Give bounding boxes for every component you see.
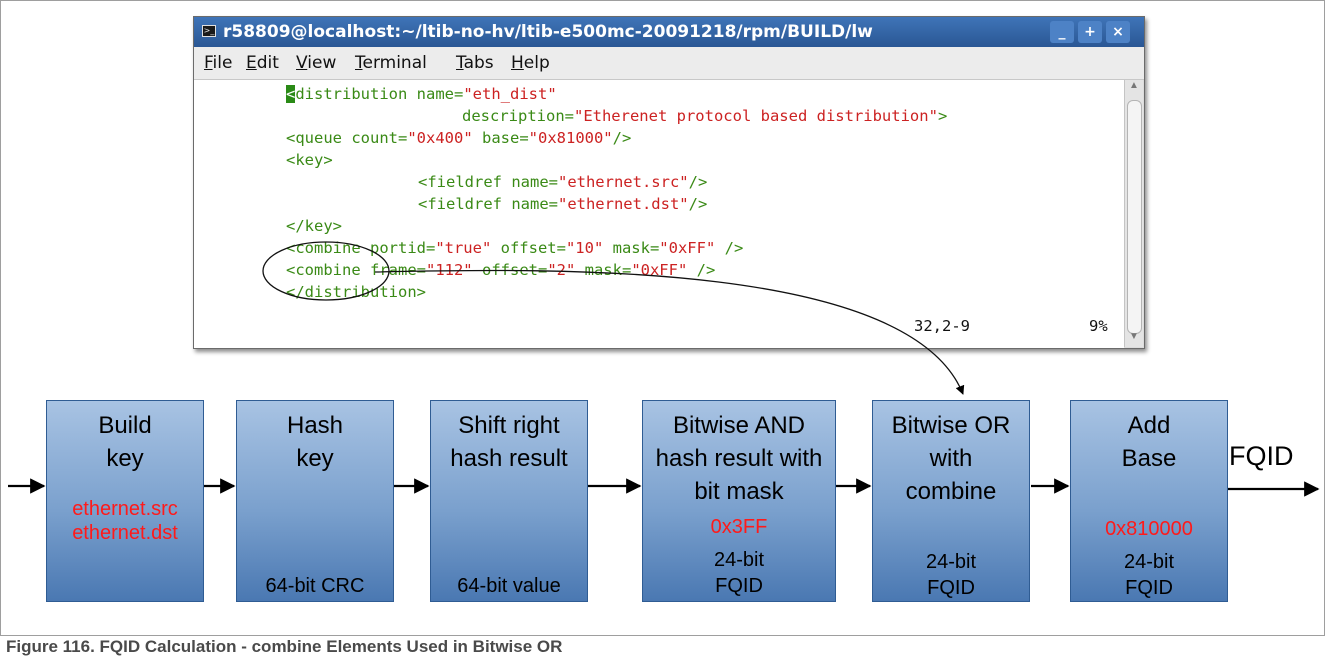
box-title: Hash key bbox=[286, 412, 344, 472]
code-line: <combine portid="true" offset="10" mask=… bbox=[286, 239, 744, 257]
code-line: <combine frame="112" offset="2" mask="0x… bbox=[286, 261, 716, 279]
combine-callout-arrow bbox=[374, 269, 965, 395]
xml-code: <distribution name="eth_dist" descriptio… bbox=[194, 80, 1124, 344]
box-sub-text: FQID bbox=[715, 575, 763, 597]
text-cursor: < bbox=[286, 85, 296, 103]
bitwise-or-box: Bitwise OR with combine 24-bit FQID bbox=[872, 400, 1030, 602]
terminal-window[interactable]: >_ r58809@localhost:~/ltib-no-hv/ltib-e5… bbox=[193, 16, 1145, 349]
figure-frame bbox=[0, 0, 1325, 636]
box-red-text: 0x810000 bbox=[1105, 518, 1193, 540]
scroll-down-arrow-icon[interactable]: ▼ bbox=[1129, 331, 1139, 342]
figure-caption: Figure 116. FQID Calculation - combine E… bbox=[6, 637, 563, 656]
combine-highlight-ellipse bbox=[262, 241, 390, 301]
code-line: <distribution name="eth_dist" bbox=[286, 85, 557, 103]
cursor-position: 32,2-9 bbox=[914, 317, 970, 335]
box-sub-text: 64-bit CRC bbox=[265, 575, 365, 597]
box-red-text: 0x3FF bbox=[710, 516, 768, 538]
scrollbar-thumb[interactable] bbox=[1127, 100, 1142, 334]
terminal-text-area[interactable]: <distribution name="eth_dist" descriptio… bbox=[194, 80, 1124, 348]
menu-tabs[interactable]: Tabs bbox=[456, 53, 494, 73]
code-line: </key> bbox=[286, 217, 342, 235]
close-button[interactable]: × bbox=[1106, 21, 1130, 43]
box-sub-text: FQID bbox=[927, 577, 975, 599]
hash-key-box: Hash key 64-bit CRC bbox=[236, 400, 394, 602]
menu-bar: File Edit View Terminal Tabs Help bbox=[194, 47, 1144, 80]
shift-right-box: Shift right hash result 64-bit value bbox=[430, 400, 588, 602]
code-line: <queue count="0x400" base="0x81000"/> bbox=[286, 129, 632, 147]
box-title: Bitwise OR with combine bbox=[891, 412, 1011, 505]
box-sub-text: 24-bit bbox=[713, 549, 765, 571]
code-line: description="Etherenet protocol based di… bbox=[462, 107, 948, 125]
scroll-percent: 9% bbox=[1089, 317, 1108, 335]
menu-terminal[interactable]: Terminal bbox=[355, 53, 427, 73]
box-red-text: ethernet.dst bbox=[72, 522, 178, 544]
menu-help[interactable]: Help bbox=[511, 53, 550, 73]
window-titlebar[interactable]: >_ r58809@localhost:~/ltib-no-hv/ltib-e5… bbox=[194, 17, 1144, 47]
box-sub-text: 64-bit value bbox=[457, 575, 561, 597]
build-key-box: Build key ethernet.src ethernet.dst bbox=[46, 400, 204, 602]
output-fqid-label: FQID bbox=[1229, 441, 1294, 471]
code-line: </distribution> bbox=[286, 283, 426, 301]
code-line: <key> bbox=[286, 151, 333, 169]
box-red-text: ethernet.src bbox=[72, 498, 178, 520]
menu-view[interactable]: View bbox=[296, 53, 337, 73]
add-base-box: Add Base 0x810000 24-bit FQID bbox=[1070, 400, 1228, 602]
box-sub-text: 24-bit bbox=[1123, 551, 1175, 573]
scroll-up-arrow-icon[interactable]: ▲ bbox=[1129, 80, 1139, 91]
maximize-button[interactable]: + bbox=[1078, 21, 1102, 43]
code-line: <fieldref name="ethernet.src"/> bbox=[418, 173, 708, 191]
terminal-icon: >_ bbox=[202, 25, 216, 37]
minimize-button[interactable]: _ bbox=[1050, 21, 1074, 43]
box-title: Add Base bbox=[1121, 412, 1177, 472]
box-title: Shift right hash result bbox=[450, 412, 568, 472]
code-line: <fieldref name="ethernet.dst"/> bbox=[418, 195, 708, 213]
box-title: Build key bbox=[98, 412, 152, 472]
box-sub-text: FQID bbox=[1125, 577, 1173, 599]
box-sub-text: 24-bit bbox=[925, 551, 977, 573]
menu-file[interactable]: File bbox=[204, 53, 233, 73]
vertical-scrollbar[interactable]: ▲ ▼ bbox=[1124, 80, 1143, 347]
window-title: r58809@localhost:~/ltib-no-hv/ltib-e500m… bbox=[223, 22, 873, 42]
menu-edit[interactable]: Edit bbox=[246, 53, 279, 73]
bitwise-and-box: Bitwise AND hash result with bit mask 0x… bbox=[642, 400, 836, 602]
box-title: Bitwise AND hash result with bit mask bbox=[655, 412, 823, 505]
